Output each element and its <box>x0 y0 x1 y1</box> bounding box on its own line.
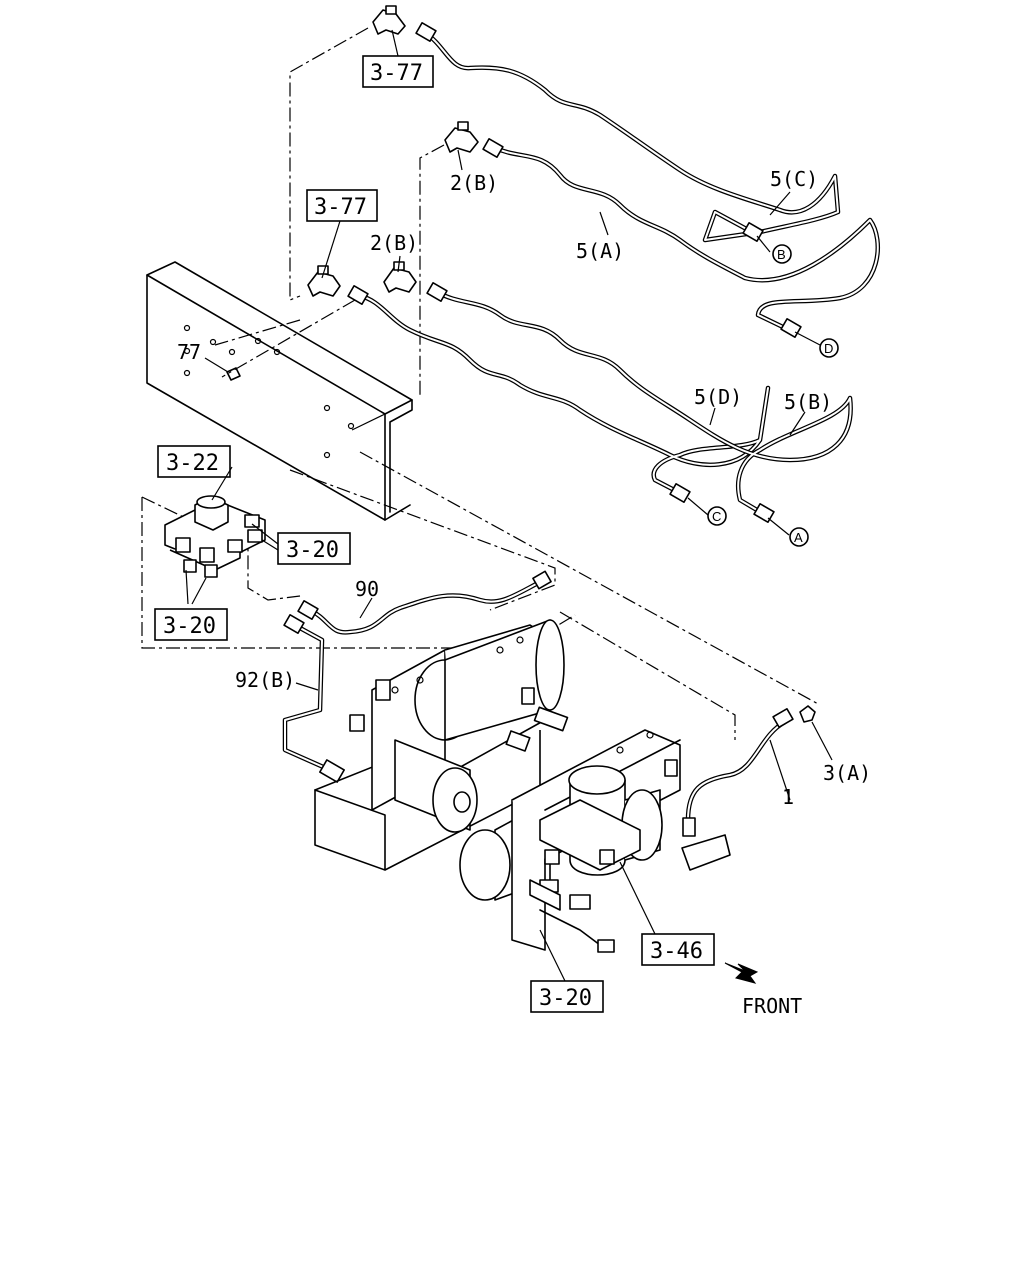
fitting-top-tee <box>372 5 406 35</box>
front-arrow-icon <box>724 962 759 984</box>
svg-text:C: C <box>712 509 721 524</box>
fitting-377-mid <box>307 265 341 297</box>
ref-322-text: 3-22 <box>166 451 219 476</box>
label-2b-mid: 2(B) <box>370 231 418 255</box>
label-3a: 3(A) <box>823 761 871 785</box>
ref-377-top-text: 3-77 <box>370 61 423 86</box>
label-5c: 5(C) <box>770 167 818 191</box>
label-leaders <box>185 29 833 982</box>
pipe-5c <box>422 30 841 243</box>
ref-320-bottom-text: 3-20 <box>539 986 592 1011</box>
connector-a: A <box>789 527 809 547</box>
pipe-90 <box>307 579 543 635</box>
svg-text:B: B <box>777 247 786 262</box>
ref-box-346: 3-46 <box>641 933 715 966</box>
ref-box-320-left: 3-20 <box>154 608 228 641</box>
label-5d: 5(D) <box>694 385 742 409</box>
svg-text:D: D <box>824 341 833 356</box>
pipe-5a <box>490 144 880 331</box>
ref-346-text: 3-46 <box>650 939 703 964</box>
label-92b: 92(B) <box>235 668 295 692</box>
label-1: 1 <box>782 785 794 809</box>
part-labels: 5(C) 2(B) 5(A) 2(B) 77 5(D) 5(B) 90 92(B… <box>177 167 871 809</box>
connector-b: B <box>772 244 792 264</box>
leader-lines <box>141 27 821 740</box>
ref-box-322: 3-22 <box>157 445 231 478</box>
ref-box-377-top: 3-77 <box>362 55 434 88</box>
ref-320-left-text: 3-20 <box>163 614 216 639</box>
fitting-2b-upper <box>444 121 479 153</box>
ref-box-320-right: 3-20 <box>277 532 351 565</box>
svg-text:A: A <box>794 530 803 545</box>
label-90: 90 <box>355 577 379 601</box>
connector-d: D <box>819 338 839 358</box>
pipe-92b <box>282 625 333 773</box>
front-label: FRONT <box>742 994 802 1018</box>
lower-assembly <box>314 619 731 953</box>
label-2b-top: 2(B) <box>450 171 498 195</box>
label-77: 77 <box>177 340 201 364</box>
ref-377-mid-text: 3-77 <box>314 195 367 220</box>
ref-box-377-mid: 3-77 <box>306 189 378 222</box>
label-5b: 5(B) <box>784 390 832 414</box>
ref-box-320-bottom: 3-20 <box>530 980 604 1013</box>
pipe-1 <box>685 719 788 823</box>
ref-320-right-text: 3-20 <box>286 538 339 563</box>
valve-assembly <box>164 495 266 578</box>
fittings <box>283 5 816 837</box>
pipe-5d <box>357 293 771 496</box>
frame-rail <box>146 261 413 521</box>
label-5a: 5(A) <box>576 239 624 263</box>
connector-c: C <box>707 506 727 526</box>
fitting-2b-mid <box>383 261 417 293</box>
pipe-5b <box>434 289 853 516</box>
